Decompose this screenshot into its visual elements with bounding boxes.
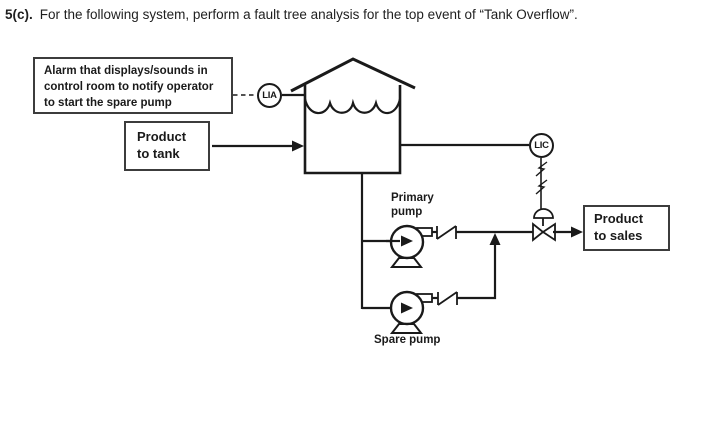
primary-pump-label: Primary pump: [391, 191, 434, 219]
alarm-note-line: Alarm that displays/sounds in: [44, 65, 208, 77]
primary-pump-label-line: Primary: [391, 192, 434, 204]
check-valve-icon-spare: [432, 291, 458, 306]
question-title: 5(c). For the following system, perform a…: [5, 6, 699, 23]
alarm-note-box: Alarm that displays/sounds in control ro…: [33, 57, 233, 114]
product-to-tank-box: Product to tank: [124, 121, 210, 171]
question-text: For the following system, perform a faul…: [39, 7, 578, 22]
primary-pump-label-line: pump: [391, 206, 423, 218]
product-to-tank-label: Product: [137, 129, 187, 144]
sales-arrowhead-icon: [571, 226, 583, 238]
tank-roof-icon: [290, 57, 416, 93]
electric-signal-icon: [535, 158, 548, 209]
liquid-level-wave-icon: [303, 98, 402, 115]
primary-suction-arrowhead-icon: [401, 235, 413, 247]
storage-tank-icon: [303, 85, 402, 175]
feed-arrowhead-icon: [292, 140, 304, 152]
product-to-sales-label: to sales: [594, 228, 643, 243]
question-number: 5(c).: [5, 7, 33, 22]
alarm-note-line: control room to notify operator: [44, 81, 214, 93]
lic-instrument-bubble: LIC: [529, 133, 554, 158]
alarm-note-line: to start the spare pump: [44, 97, 172, 109]
lic-label: LIC: [534, 140, 549, 151]
junction-arrowhead-icon: [489, 233, 501, 245]
valve-actuator-dome-icon: [533, 208, 554, 226]
product-to-tank-label: to tank: [137, 146, 180, 161]
centrifugal-pump-icon-primary: [389, 224, 433, 268]
lia-label: LIA: [262, 90, 277, 101]
spare-discharge-line: [457, 244, 497, 300]
centrifugal-pump-icon-spare: [389, 290, 433, 334]
control-valve-icon: [532, 222, 556, 242]
spare-pump-label: Spare pump: [374, 334, 441, 346]
lia-instrument-bubble: LIA: [257, 83, 282, 108]
spare-suction-arrowhead-icon: [401, 302, 413, 314]
check-valve-icon-primary: [432, 225, 457, 240]
product-to-sales-box: Product to sales: [583, 205, 670, 251]
product-to-sales-label: Product: [594, 211, 644, 226]
